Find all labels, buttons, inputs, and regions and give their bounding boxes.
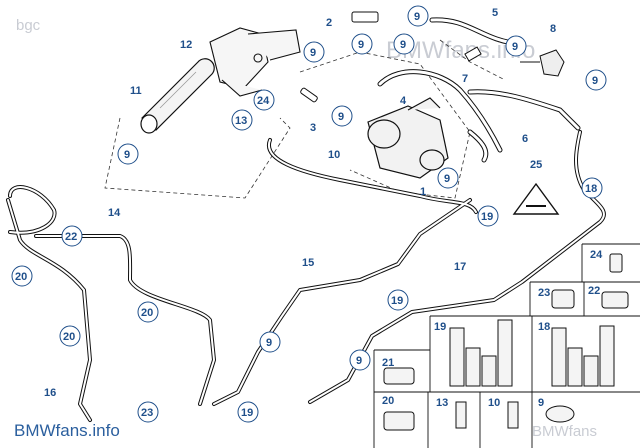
callout-4: 4 bbox=[400, 95, 407, 107]
ref-9-d: 9 bbox=[310, 47, 316, 59]
ref-9-h: 9 bbox=[124, 149, 130, 161]
ref-20-a: 20 bbox=[15, 271, 27, 283]
fuel-pump bbox=[367, 97, 449, 179]
legend-parts bbox=[383, 253, 629, 431]
small-hardware bbox=[300, 11, 482, 103]
legend-10: 10 bbox=[488, 397, 500, 409]
ref-9-g: 9 bbox=[338, 111, 344, 123]
callout-17: 17 bbox=[454, 261, 466, 273]
callout-2: 2 bbox=[326, 17, 332, 29]
callout-7: 7 bbox=[462, 73, 468, 85]
callout-15: 15 bbox=[302, 257, 314, 269]
ref-21: 20 bbox=[63, 331, 75, 343]
ref-22: 22 bbox=[65, 231, 77, 243]
ref-9-j: 9 bbox=[266, 337, 272, 349]
legend-23: 23 bbox=[538, 287, 550, 299]
fuel-lines bbox=[6, 130, 606, 422]
watermark-bottom-right: BMWfans bbox=[532, 423, 597, 440]
legend-9: 9 bbox=[538, 397, 544, 409]
legend-13: 13 bbox=[436, 397, 448, 409]
fuel-filter bbox=[140, 58, 215, 134]
ref-24: 24 bbox=[257, 95, 270, 107]
legend-22: 22 bbox=[588, 285, 600, 297]
legend-20: 20 bbox=[382, 395, 394, 407]
ref-9-i: 9 bbox=[444, 173, 450, 185]
callout-11: 11 bbox=[130, 85, 142, 97]
ref-9-c: 9 bbox=[400, 39, 406, 51]
ref-9-b: 9 bbox=[358, 39, 364, 51]
callout-5: 5 bbox=[492, 7, 498, 19]
ref-13: 13 bbox=[235, 115, 247, 127]
legend-labels: 24 23 22 19 18 21 20 13 10 9 bbox=[382, 249, 603, 409]
ref-9-a: 9 bbox=[414, 11, 420, 23]
filter-bracket bbox=[209, 27, 301, 97]
callout-10: 10 bbox=[328, 149, 340, 161]
legend-21: 21 bbox=[382, 357, 394, 369]
callout-25: 25 bbox=[530, 159, 542, 171]
ref-19-a: 19 bbox=[481, 211, 493, 223]
ref-9-f: 9 bbox=[592, 75, 598, 87]
callout-12: 12 bbox=[180, 39, 192, 51]
ref-9-e: 9 bbox=[512, 41, 518, 53]
ref-20-b: 20 bbox=[141, 307, 153, 319]
warning-triangle bbox=[512, 182, 560, 215]
callout-14: 14 bbox=[108, 207, 121, 219]
callout-8: 8 bbox=[550, 23, 556, 35]
legend-19: 19 bbox=[434, 321, 446, 333]
watermark-top-left: bgc bbox=[16, 17, 41, 34]
callout-16: 16 bbox=[44, 387, 56, 399]
connector-part-8 bbox=[520, 49, 565, 77]
callout-6: 6 bbox=[522, 133, 528, 145]
ref-19-c: 19 bbox=[241, 407, 253, 419]
ref-18: 18 bbox=[585, 183, 597, 195]
callout-1: 1 bbox=[420, 186, 426, 198]
ref-9-k: 9 bbox=[356, 355, 362, 367]
callout-labels: 1 2 3 4 5 6 7 8 10 11 12 14 15 16 17 25 bbox=[44, 7, 556, 399]
legend-24: 24 bbox=[590, 249, 603, 261]
circled-references: 9 9 9 9 9 9 9 9 9 24 13 18 19 22 20 20 1… bbox=[11, 5, 607, 423]
ref-19-b: 19 bbox=[391, 295, 403, 307]
callout-3: 3 bbox=[310, 122, 316, 134]
ref-23: 23 bbox=[141, 407, 153, 419]
legend-frame bbox=[373, 243, 640, 448]
legend-18: 18 bbox=[538, 321, 550, 333]
watermark-bottom-left: BMWfans.info bbox=[14, 421, 120, 440]
